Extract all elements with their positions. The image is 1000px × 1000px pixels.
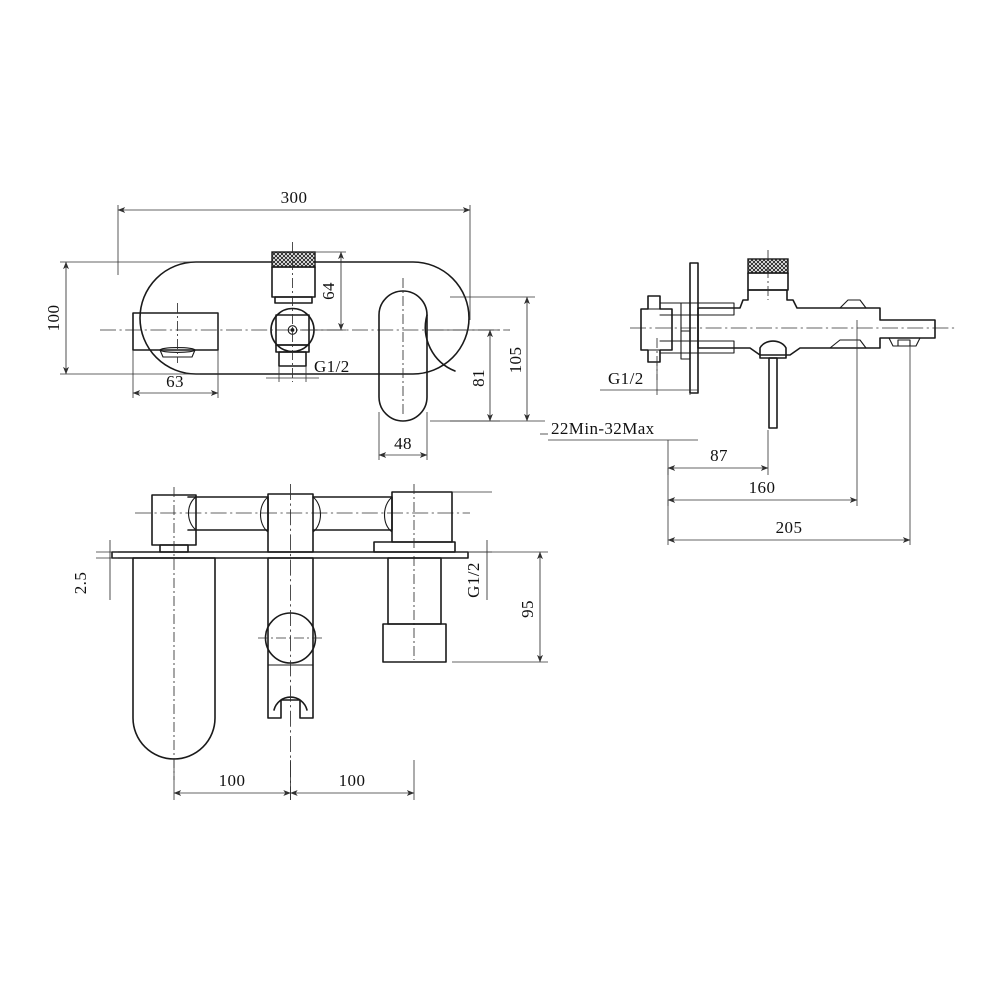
lever-pivot-bulb [759, 340, 787, 359]
dimension-64-text: 64 [319, 282, 338, 300]
dimension-48: 48 [378, 412, 428, 460]
diverter-shoulder [274, 296, 313, 304]
bottom-plan-view: 2.5 G1/2 95 100 100 [71, 484, 548, 800]
dimension-205: 205 [667, 346, 911, 545]
dimension-87-text: 87 [710, 446, 728, 465]
label-g12-side-text: G1/2 [608, 369, 644, 388]
spout-aerator-side [897, 339, 911, 347]
dimension-100-a-text: 100 [219, 771, 246, 790]
lower-inlet-tube [659, 340, 735, 354]
dimension-300: 300 [117, 188, 471, 320]
side-section-view: G1/2 22Min-32Max 87 160 205 [540, 250, 955, 545]
dimension-105: 105 [450, 296, 545, 422]
label-22min-32max: 22Min-32Max [540, 419, 698, 441]
dimension-160: 160 [667, 320, 858, 506]
left-end-cap [151, 494, 197, 546]
dimension-100-left-text: 100 [44, 305, 63, 332]
mixer-body-outline [697, 289, 936, 356]
dimension-64: 64 [300, 251, 346, 331]
dimension-63: 63 [132, 313, 219, 398]
dimension-87: 87 [667, 430, 769, 475]
left-cap-taper [187, 496, 197, 531]
lever-handle-sweep [424, 314, 456, 372]
dimension-100-left: 100 [44, 261, 200, 375]
dimension-300-text: 300 [281, 188, 308, 207]
escutcheon-plate-outline [139, 261, 470, 375]
inlet-shank-lower [382, 623, 447, 663]
right-head-taper [383, 496, 393, 533]
spout-body-bottom [132, 557, 216, 760]
diverter-lower-collar [275, 344, 310, 353]
dimension-63-text: 63 [166, 372, 184, 391]
dimension-100-b-text: 100 [339, 771, 366, 790]
front-elevation-view: 300 100 63 64 G1/2 [44, 188, 545, 460]
knurled-cap [271, 251, 316, 268]
dimension-205-text: 205 [776, 518, 803, 537]
dimension-160-text: 160 [749, 478, 776, 497]
diverter-collar-side [747, 272, 789, 291]
lever-handle-capsule [378, 290, 428, 422]
label-g12-bottom-text: G1/2 [464, 562, 483, 598]
body-bottom-taper [799, 339, 867, 349]
dimension-48-text: 48 [394, 434, 412, 453]
label-g12-front-text: G1/2 [314, 357, 350, 376]
label-g12-side: G1/2 [600, 362, 698, 395]
diverter-screw-center [290, 328, 295, 332]
body-top-taper [796, 299, 867, 309]
dimension-2-5: 2.5 [71, 540, 118, 600]
lever-arm [768, 357, 778, 429]
dimension-95: 95 [452, 551, 548, 663]
center-boss-left-taper [259, 496, 269, 533]
left-cap-base [159, 544, 189, 553]
dimension-2-5-text: 2.5 [71, 572, 90, 594]
label-g12-front: G1/2 [266, 357, 350, 382]
dimension-100-pair: 100 100 [173, 760, 415, 800]
flange-boss-lower [680, 330, 691, 360]
dimension-81-text: 81 [469, 369, 488, 387]
diverter-collar [271, 266, 316, 298]
dimension-95-text: 95 [518, 600, 537, 618]
label-22min-32max-text: 22Min-32Max [551, 419, 655, 438]
dimension-105-text: 105 [506, 347, 525, 374]
center-boss [267, 493, 314, 553]
mounting-plate-edge [111, 551, 469, 559]
upper-inlet-tube [659, 302, 735, 316]
